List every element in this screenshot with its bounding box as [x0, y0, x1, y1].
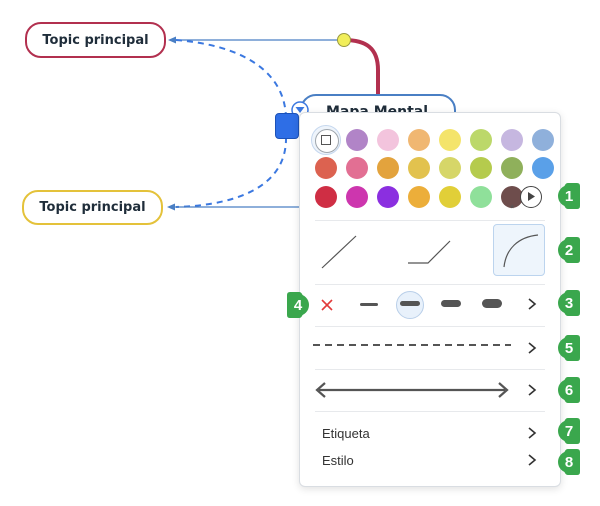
- control-point-knob[interactable]: [337, 33, 351, 47]
- color-swatch[interactable]: [315, 157, 337, 179]
- color-swatch[interactable]: [470, 157, 492, 179]
- color-swatch[interactable]: [439, 157, 461, 179]
- arrow-more-chevron-icon[interactable]: [526, 384, 538, 396]
- straight-line-icon: [321, 235, 357, 269]
- color-swatch[interactable]: [532, 129, 554, 151]
- color-swatch[interactable]: [501, 157, 523, 179]
- dashed-link-bottom: [175, 136, 288, 208]
- custom-color-star: *: [510, 203, 515, 215]
- weight-medium-option[interactable]: [400, 301, 420, 306]
- callout-badge-7: 7: [553, 417, 581, 445]
- dashed-pattern-preview[interactable]: [313, 342, 513, 348]
- color-swatch[interactable]: [346, 129, 368, 151]
- dashed-link-top: [175, 39, 287, 119]
- more-colors-button[interactable]: [520, 186, 542, 208]
- red-connector: [343, 38, 380, 98]
- topic-2-arrowhead: [167, 203, 175, 211]
- color-swatch[interactable]: [470, 129, 492, 151]
- color-swatch[interactable]: [532, 157, 554, 179]
- menu-item-estilo[interactable]: Estilo: [322, 453, 354, 468]
- color-swatch[interactable]: [408, 186, 430, 208]
- color-swatch[interactable]: [377, 157, 399, 179]
- color-swatch[interactable]: [470, 186, 492, 208]
- menu-item-etiqueta[interactable]: Etiqueta: [322, 426, 370, 441]
- weight-thin-option[interactable]: [360, 303, 378, 306]
- callout-badge-8: 8: [553, 448, 581, 476]
- topic-1-label: Topic principal: [42, 32, 149, 48]
- divider: [315, 411, 545, 412]
- callout-badge-4: 4: [286, 291, 314, 319]
- color-swatch[interactable]: [315, 186, 337, 208]
- callout-badge-3: 3: [553, 289, 581, 317]
- estilo-chevron-icon[interactable]: [526, 454, 538, 466]
- color-swatch[interactable]: [501, 186, 523, 208]
- no-line-icon[interactable]: [320, 298, 334, 312]
- etiqueta-chevron-icon[interactable]: [526, 427, 538, 439]
- callout-badge-5: 5: [553, 334, 581, 362]
- topic-principal-1[interactable]: Topic principal: [25, 22, 166, 58]
- play-icon: [528, 192, 535, 201]
- color-swatch[interactable]: [439, 186, 461, 208]
- double-arrow-preview[interactable]: [313, 380, 513, 400]
- topic-2-label: Topic principal: [39, 200, 146, 215]
- topic-principal-2[interactable]: Topic principal: [22, 190, 163, 225]
- divider: [315, 326, 545, 327]
- relationship-style-panel: *: [299, 112, 561, 487]
- color-swatch[interactable]: [346, 186, 368, 208]
- curved-line-icon: [503, 234, 539, 268]
- divider: [315, 220, 545, 221]
- weight-thick-option[interactable]: [441, 300, 461, 307]
- color-swatch[interactable]: [377, 186, 399, 208]
- no-color-swatch[interactable]: [315, 129, 339, 153]
- weight-extra-thick-option[interactable]: [482, 299, 502, 308]
- callout-badge-1: 1: [553, 182, 581, 210]
- callout-badge-6: 6: [553, 376, 581, 404]
- color-swatch[interactable]: [408, 157, 430, 179]
- weight-more-chevron-icon[interactable]: [526, 298, 538, 310]
- line-shape-straight[interactable]: [314, 224, 366, 276]
- dash-more-chevron-icon[interactable]: [526, 342, 538, 354]
- connection-drag-handle[interactable]: [275, 113, 299, 139]
- color-swatch[interactable]: [408, 129, 430, 151]
- callout-badge-2: 2: [553, 236, 581, 264]
- divider: [315, 284, 545, 285]
- color-swatch[interactable]: [346, 157, 368, 179]
- topic-1-arrowhead: [168, 36, 176, 44]
- color-swatch[interactable]: [377, 129, 399, 151]
- elbow-line-icon: [408, 240, 451, 264]
- color-swatch[interactable]: [439, 129, 461, 151]
- color-swatch[interactable]: [501, 129, 523, 151]
- line-shape-curved[interactable]: [493, 224, 545, 276]
- line-shape-elbow[interactable]: [402, 224, 454, 276]
- divider: [315, 369, 545, 370]
